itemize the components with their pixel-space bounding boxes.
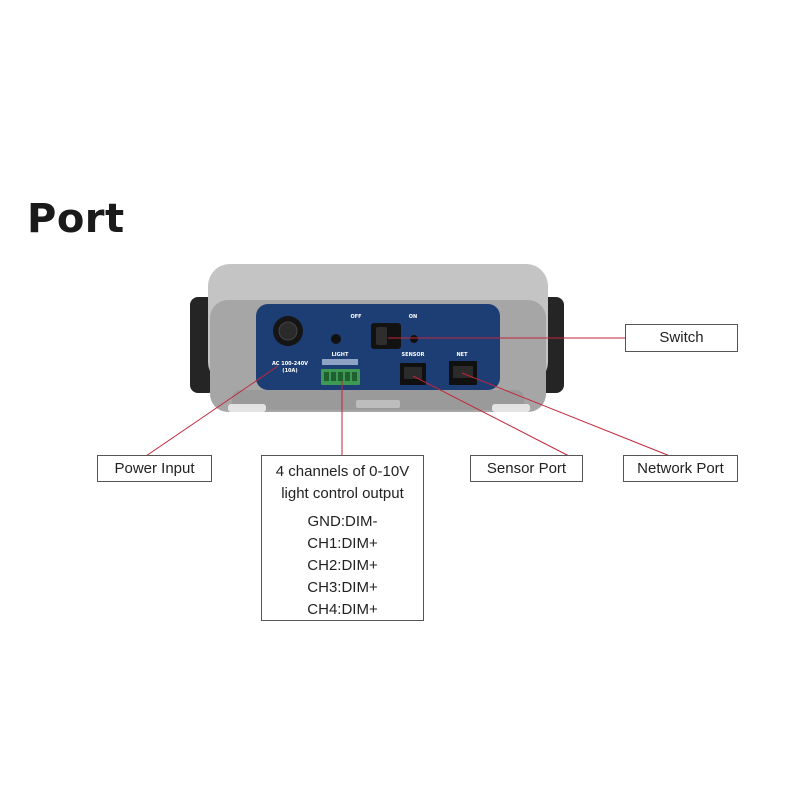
power-input-socket-inner [278,321,298,341]
switch-callout: Switch [625,324,738,352]
leader-line-power [145,365,279,457]
pin-ch2: CH2:DIM+ [307,557,378,574]
switch-led [410,335,418,343]
net-label: NET [456,352,468,358]
sensor-port-callout: Sensor Port [470,455,583,482]
power-rating-current: (10A) [282,368,297,374]
base-slot [356,400,400,408]
pin-ch4: CH4:DIM+ [307,601,378,618]
pin-gnd: GND:DIM- [307,513,378,530]
power-rating-label: AC 100-240V [272,361,308,367]
leader-line-sensor [412,375,570,457]
network-port-label: Network Port [637,460,724,477]
page-title: Port [27,196,125,242]
light-pin-labels [322,359,358,365]
switch-label: Switch [659,329,704,346]
network-port-callout: Network Port [623,455,738,482]
channels-title-line-1: 4 channels of 0-10V [275,463,410,480]
foot-right [492,404,530,412]
foot-left [228,404,266,412]
power-switch-rocker [376,327,387,345]
pin-ch1: CH1:DIM+ [307,535,378,552]
pin-ch3: CH3:DIM+ [307,579,378,596]
channels-title-line-2: light control output [281,485,404,502]
leader-line-network [461,372,671,457]
sensor-port-label: Sensor Port [486,460,567,477]
switch-on-label: ON [409,314,417,320]
light-label: LIGHT [332,352,349,358]
sensor-label: SENSOR [402,352,425,358]
light-control-callout: 4 channels of 0-10V light control output… [261,455,424,621]
switch-off-label: OFF [350,314,361,320]
sensor-port-inner [404,367,422,379]
power-input-callout: Power Input [97,455,212,482]
leader-lines [145,337,671,457]
power-input-label: Power Input [114,460,195,477]
indicator-hole [331,334,341,344]
terminal-screws [324,372,357,381]
